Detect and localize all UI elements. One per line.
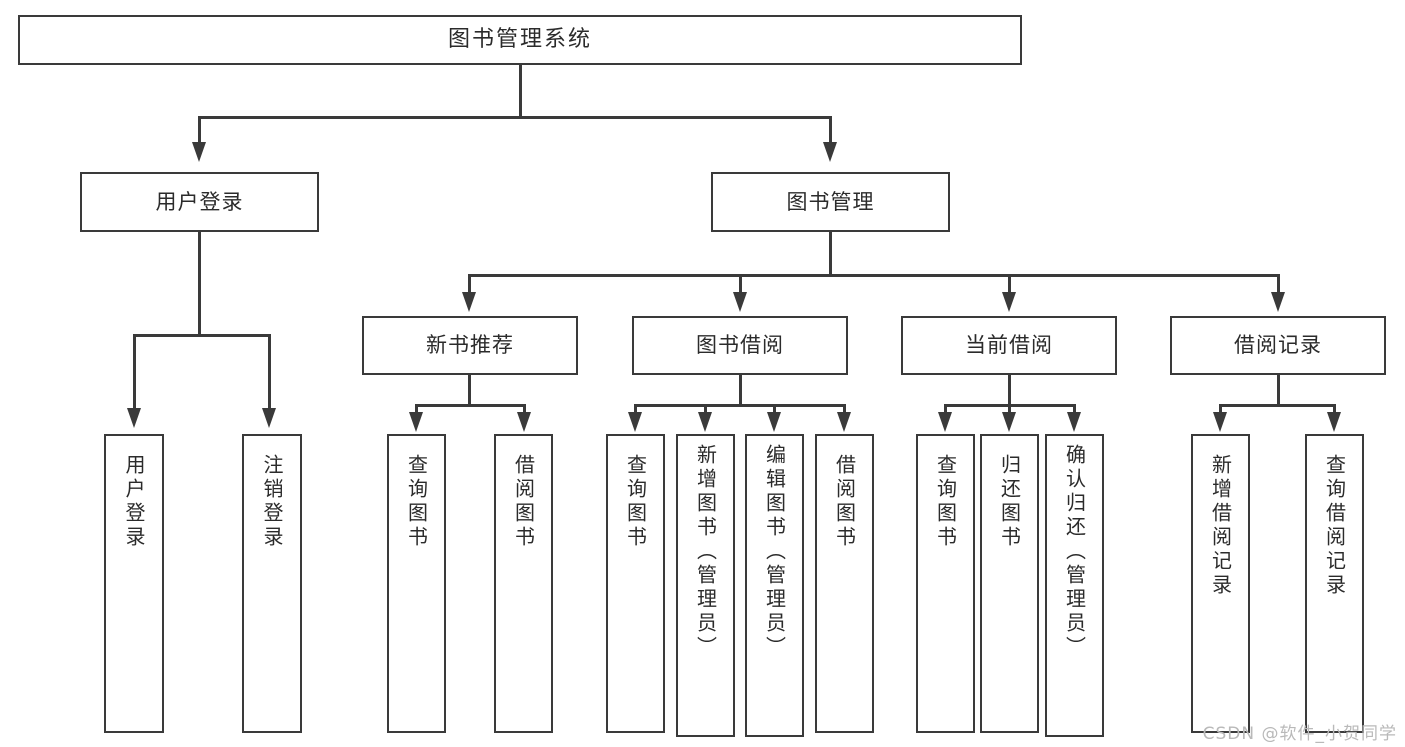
connector-book-management-stem: [829, 232, 832, 276]
arrowhead-br-to-leaf-0: [1213, 412, 1227, 432]
leaf-book-borrow-borrow[interactable]: 借阅图书: [815, 434, 874, 733]
leaf-label: 借阅图书: [832, 454, 857, 550]
node-new-book-recommend[interactable]: 新书推荐: [362, 316, 578, 375]
leaf-label: 查询图书: [933, 454, 958, 550]
leaf-label: 用户登录: [122, 454, 146, 550]
connector-book-borrow-bar: [634, 404, 846, 407]
arrowhead-bb-to-leaf-1: [698, 412, 712, 432]
connector-current-borrow-stem: [1008, 375, 1011, 406]
leaf-borrow-record-add[interactable]: 新增借阅记录: [1191, 434, 1250, 733]
node-user-login[interactable]: 用户登录: [80, 172, 319, 232]
leaf-label: 注销登录: [260, 454, 284, 550]
node-label: 当前借阅: [965, 333, 1053, 358]
leaf-label: 确认归还（管理员）: [1062, 444, 1087, 660]
connector-book-management-bar: [468, 274, 1280, 277]
connector-root-stem: [519, 65, 522, 118]
arrowhead-cb-to-leaf-0: [938, 412, 952, 432]
connector-bm-to-new-book: [468, 274, 471, 294]
leaf-new-book-borrow[interactable]: 借阅图书: [494, 434, 553, 733]
arrowhead-nb-to-leaf-1: [517, 412, 531, 432]
connector-bm-to-book-borrow: [739, 274, 742, 294]
leaf-label: 查询图书: [623, 454, 648, 550]
connector-cb-to-leaf-1: [1008, 404, 1011, 414]
node-label: 借阅记录: [1234, 333, 1322, 358]
connector-bb-to-leaf-0: [634, 404, 637, 414]
leaf-label: 借阅图书: [511, 454, 536, 550]
arrowhead-bb-to-leaf-3: [837, 412, 851, 432]
connector-user-login-stem: [198, 232, 201, 336]
leaf-label: 新增借阅记录: [1208, 454, 1233, 598]
connector-user-login-bar: [133, 334, 270, 337]
arrowhead-bm-to-new-book: [462, 292, 476, 312]
node-label: 新书推荐: [426, 333, 514, 358]
arrowhead-cb-to-leaf-2: [1067, 412, 1081, 432]
leaf-current-borrow-return[interactable]: 归还图书: [980, 434, 1039, 733]
arrowhead-root-to-user-login: [192, 142, 206, 162]
node-book-borrow[interactable]: 图书借阅: [632, 316, 848, 375]
leaf-new-book-query[interactable]: 查询图书: [387, 434, 446, 733]
connector-user-login-to-leaf-0: [133, 334, 136, 410]
node-root-system[interactable]: 图书管理系统: [18, 15, 1022, 65]
leaf-book-borrow-query[interactable]: 查询图书: [606, 434, 665, 733]
connector-borrow-record-stem: [1277, 375, 1280, 406]
leaf-label: 查询图书: [404, 454, 429, 550]
connector-book-borrow-stem: [739, 375, 742, 406]
arrowhead-cb-to-leaf-1: [1002, 412, 1016, 432]
leaf-label: 新增图书（管理员）: [693, 444, 718, 660]
connector-br-to-leaf-1: [1333, 404, 1336, 414]
leaf-current-borrow-confirm[interactable]: 确认归还（管理员）: [1045, 434, 1104, 737]
leaf-book-borrow-add[interactable]: 新增图书（管理员）: [676, 434, 735, 737]
arrowhead-bm-to-book-borrow: [733, 292, 747, 312]
node-current-borrow[interactable]: 当前借阅: [901, 316, 1117, 375]
connector-cb-to-leaf-2: [1073, 404, 1076, 414]
node-borrow-record[interactable]: 借阅记录: [1170, 316, 1386, 375]
node-label: 用户登录: [155, 189, 244, 214]
connector-bb-to-leaf-2: [773, 404, 776, 414]
arrowhead-bm-to-current-borrow: [1002, 292, 1016, 312]
connector-bb-to-leaf-3: [843, 404, 846, 414]
connector-borrow-record-bar: [1219, 404, 1336, 407]
connector-bm-to-borrow-record: [1277, 274, 1280, 294]
arrowhead-root-to-book-manage: [823, 142, 837, 162]
connector-nb-to-leaf-1: [523, 404, 526, 414]
connector-bm-to-current-borrow: [1008, 274, 1011, 294]
connector-cb-to-leaf-0: [944, 404, 947, 414]
node-label: 图书管理系统: [447, 27, 592, 53]
connector-root-to-user-login: [198, 116, 201, 144]
leaf-book-borrow-edit[interactable]: 编辑图书（管理员）: [745, 434, 804, 737]
node-label: 图书借阅: [696, 333, 784, 358]
arrowhead-nb-to-leaf-0: [409, 412, 423, 432]
arrowhead-user-login-to-leaf-1: [262, 408, 276, 428]
node-label: 图书管理: [786, 189, 875, 214]
connector-nb-to-leaf-0: [415, 404, 418, 414]
leaf-label: 查询借阅记录: [1322, 454, 1347, 598]
leaf-current-borrow-query[interactable]: 查询图书: [916, 434, 975, 733]
arrowhead-bb-to-leaf-2: [767, 412, 781, 432]
leaf-borrow-record-query[interactable]: 查询借阅记录: [1305, 434, 1364, 733]
arrowhead-user-login-to-leaf-0: [127, 408, 141, 428]
arrowhead-bb-to-leaf-0: [628, 412, 642, 432]
leaf-label: 归还图书: [997, 454, 1022, 550]
node-book-management[interactable]: 图书管理: [711, 172, 950, 232]
connector-root-to-book-manage: [829, 116, 832, 144]
leaf-user-login-logout[interactable]: 注销登录: [242, 434, 302, 733]
leaf-label: 编辑图书（管理员）: [762, 444, 787, 660]
connector-new-book-stem: [468, 375, 471, 406]
leaf-user-login-login[interactable]: 用户登录: [104, 434, 164, 733]
connector-new-book-bar: [415, 404, 526, 407]
arrowhead-bm-to-borrow-record: [1271, 292, 1285, 312]
connector-bb-to-leaf-1: [704, 404, 707, 414]
connector-root-bar: [198, 116, 832, 119]
connector-br-to-leaf-0: [1219, 404, 1222, 414]
arrowhead-br-to-leaf-1: [1327, 412, 1341, 432]
connector-user-login-to-leaf-1: [268, 334, 271, 410]
